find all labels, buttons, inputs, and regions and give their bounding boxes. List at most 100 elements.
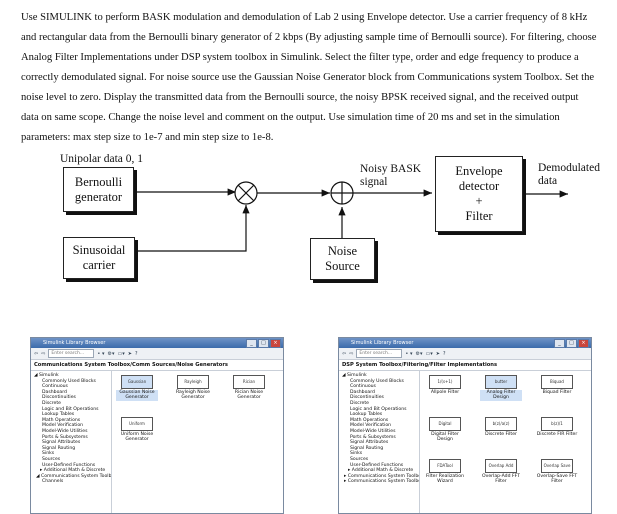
instructions-line: Use SIMULINK to perform BASK modulation … (21, 12, 588, 23)
close-button[interactable]: × (270, 339, 281, 348)
tree-item[interactable]: Model-Wide Utilities (42, 428, 88, 434)
tree-item[interactable]: Sources (350, 456, 369, 462)
tree-item[interactable]: Lookup Tables (42, 412, 75, 418)
block-icon: Overlap Save (541, 459, 573, 473)
diagram-wires (133, 181, 568, 252)
block-icon: Gaussian (121, 375, 153, 389)
minimize-button[interactable]: _ (554, 339, 565, 348)
tree-item[interactable]: Sources (42, 456, 61, 462)
search-options-icon[interactable]: • ▾ (97, 350, 105, 357)
block-label: Digital Filter Design (431, 432, 459, 443)
tree-item[interactable]: ◢ Communications System Toolbox (36, 473, 112, 479)
bernoulli-generator-block: Bernoulli generator (63, 167, 134, 212)
block-icon: Overlap Add (485, 459, 517, 473)
pin-icon[interactable]: ➤ (435, 350, 440, 357)
tree-item[interactable]: Logic and Bit Operations (350, 406, 407, 412)
tree-item[interactable]: Logic and Bit Operations (42, 406, 99, 412)
search-options-icon[interactable]: • ▾ (405, 350, 413, 357)
search-input[interactable]: Enter search... (356, 349, 403, 358)
tree-item[interactable]: Discontinuities (42, 395, 76, 401)
tree-item[interactable]: Model Verification (350, 423, 392, 429)
tree-item[interactable]: Discrete (42, 400, 61, 406)
forward-arrow-icon[interactable]: ⇨ (349, 350, 354, 357)
window-title: Simulink Library Browser (43, 340, 106, 346)
window-controls: _ □ × (554, 339, 589, 348)
tree-item[interactable]: User-Defined Functions (350, 462, 404, 468)
noise-source-block: Noise Source (310, 238, 375, 280)
tree-item[interactable]: ◢ Simulink (34, 373, 59, 378)
tree-item[interactable]: Signal Attributes (42, 440, 81, 446)
window-toolbar: ⇦ ⇨ Enter search... • ▾ ⚙▾ ▭▾ ➤ ? (31, 348, 283, 360)
tree-item[interactable]: ▸ Communications System Toolbox (344, 473, 420, 479)
block-icon: b(z)/1 (541, 417, 573, 431)
tree-item[interactable]: ▸ Additional Math & Discrete (40, 468, 106, 474)
tree-item[interactable]: Model-Wide Utilities (350, 428, 396, 434)
block-text: + (475, 194, 483, 208)
tree-item[interactable]: Ports & Subsystems (350, 434, 396, 440)
forward-arrow-icon[interactable]: ⇨ (41, 350, 46, 357)
block-label: Allpole Filter (430, 390, 460, 395)
tree-item[interactable]: Dashboard (42, 389, 67, 395)
maximize-button[interactable]: □ (566, 339, 577, 348)
library-icon[interactable]: ▭▾ (425, 350, 433, 357)
model-icon[interactable]: ⚙▾ (415, 350, 423, 357)
tree-item[interactable]: Continuous (42, 384, 68, 390)
minimize-button[interactable]: _ (246, 339, 257, 348)
tree-item[interactable]: Sinks (42, 451, 55, 457)
tree-item[interactable]: User-Defined Functions (42, 462, 96, 468)
pin-icon[interactable]: ➤ (127, 350, 132, 357)
library-path: Communications System Toolbox/Comm Sourc… (31, 360, 283, 371)
library-icon[interactable]: ▭▾ (117, 350, 125, 357)
tree-item[interactable]: ◢ Simulink (342, 373, 367, 378)
tree-item[interactable]: Signal Attributes (350, 440, 389, 446)
tree-item[interactable]: Signal Routing (350, 445, 384, 451)
tree-item[interactable]: Continuous (350, 384, 376, 390)
help-icon[interactable]: ? (442, 350, 446, 357)
model-icon[interactable]: ⚙▾ (107, 350, 115, 357)
instructions-line: noise level to zero. Display the transmi… (21, 92, 579, 103)
back-arrow-icon[interactable]: ⇦ (34, 350, 39, 357)
block-label: Discrete FIR Filter (536, 432, 578, 437)
library-block[interactable]: 1/(s+1)Allpole Filter (424, 375, 466, 395)
tree-item[interactable]: Discontinuities (350, 395, 384, 401)
tree-item[interactable]: Math Operations (350, 417, 389, 423)
tree-item[interactable]: Signal Routing (42, 445, 76, 451)
block-label: Discrete Filter (485, 432, 517, 437)
tree-item[interactable]: ▸ Communications System Toolbox (344, 479, 420, 485)
search-input[interactable]: Enter search... (48, 349, 95, 358)
wire-carrier-to-mixer (134, 205, 250, 252)
tree-item[interactable]: Discrete (350, 400, 369, 406)
help-icon[interactable]: ? (134, 350, 138, 357)
tree-item[interactable]: Sinks (350, 451, 363, 457)
tree-item[interactable]: Model Verification (42, 423, 84, 429)
tree-item[interactable]: Math Operations (42, 417, 81, 423)
tree-item[interactable]: Lookup Tables (350, 412, 383, 418)
tree-item[interactable]: Commonly Used Blocks (42, 378, 96, 384)
block-label: Analog Filter Design (480, 390, 522, 401)
tree-item[interactable]: Ports & Subsystems (42, 434, 88, 440)
tree-item[interactable]: Commonly Used Blocks (350, 378, 404, 384)
close-button[interactable]: × (578, 339, 589, 348)
block-text: carrier (82, 258, 116, 272)
window-toolbar: ⇦ ⇨ Enter search... • ▾ ⚙▾ ▭▾ ➤ ? (339, 348, 591, 360)
library-block[interactable]: b(z)/a(z)Discrete Filter (480, 417, 522, 437)
tree-item[interactable]: Channels (42, 479, 64, 485)
tree-item[interactable]: ▸ Additional Math & Discrete (348, 468, 414, 474)
maximize-button[interactable]: □ (258, 339, 269, 348)
tree-item[interactable]: Dashboard (350, 389, 375, 395)
back-arrow-icon[interactable]: ⇦ (342, 350, 347, 357)
